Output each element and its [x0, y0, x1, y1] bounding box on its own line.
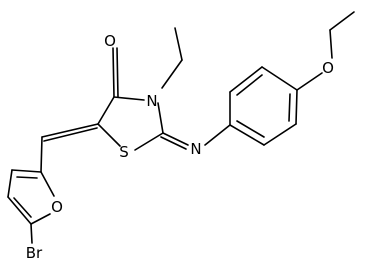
bonds	[7, 11, 355, 244]
bond-n-aryl	[204, 124, 231, 146]
bond-benzene-2	[229, 66, 263, 93]
bond-benzene-3	[261, 66, 298, 91]
atom-label-n-ring: N	[146, 92, 157, 110]
bond-furan-c3-c2	[11, 169, 42, 173]
atom-label-br: Br	[26, 244, 43, 262]
bond-c5-ch-double-a	[41, 123, 99, 138]
bond-furan-c5-c4	[7, 196, 32, 225]
bond-furan-c2-o	[40, 171, 55, 197]
bond-c4-c5	[97, 96, 115, 125]
atom-label-s-ring: S	[119, 143, 129, 161]
atom-label-o-carbonyl: O	[104, 32, 116, 50]
bond-furan-o-c5	[30, 213, 51, 225]
atom-label-n-imine: N	[190, 140, 201, 158]
bond-ch2-ch3	[174, 27, 183, 61]
bond-furan-c4-c3	[7, 169, 13, 198]
bond-aryl-o	[296, 72, 323, 91]
bond-c4-o-double-b	[116, 47, 119, 98]
bond-benzene-6	[229, 124, 265, 146]
bond-furan-br	[30, 223, 33, 244]
bond-c4-o-double-a	[112, 47, 115, 98]
bond-ch-furan	[40, 136, 43, 173]
atom-label-o-ether: O	[322, 59, 334, 77]
bond-c2-n-double-a	[162, 132, 189, 146]
bond-ch2-ch3-ether	[329, 11, 355, 31]
bond-furan-inner-2	[13, 197, 32, 218]
bond-s1-c5	[97, 123, 121, 147]
bond-c2-n-double-b	[160, 136, 187, 150]
bond-benzene-inner-1	[236, 74, 263, 96]
bond-c5-ch-double-b	[43, 127, 98, 142]
bond-o-ch2	[329, 29, 333, 59]
atom-labels: O N S N O O Br	[26, 32, 334, 262]
bond-benzene-inner-2	[288, 93, 291, 122]
bond-c2-s1	[134, 132, 164, 151]
bond-n3-c2	[157, 102, 164, 134]
bond-c4-n3	[113, 96, 145, 101]
bond-furan-inner-1	[16, 176, 38, 179]
bond-benzene-inner-3	[236, 120, 265, 138]
bond-benzene-5	[263, 123, 297, 146]
atom-label-o-furan: O	[51, 198, 63, 216]
bond-n3-ch2	[161, 59, 183, 89]
bond-benzene-4	[295, 89, 298, 125]
